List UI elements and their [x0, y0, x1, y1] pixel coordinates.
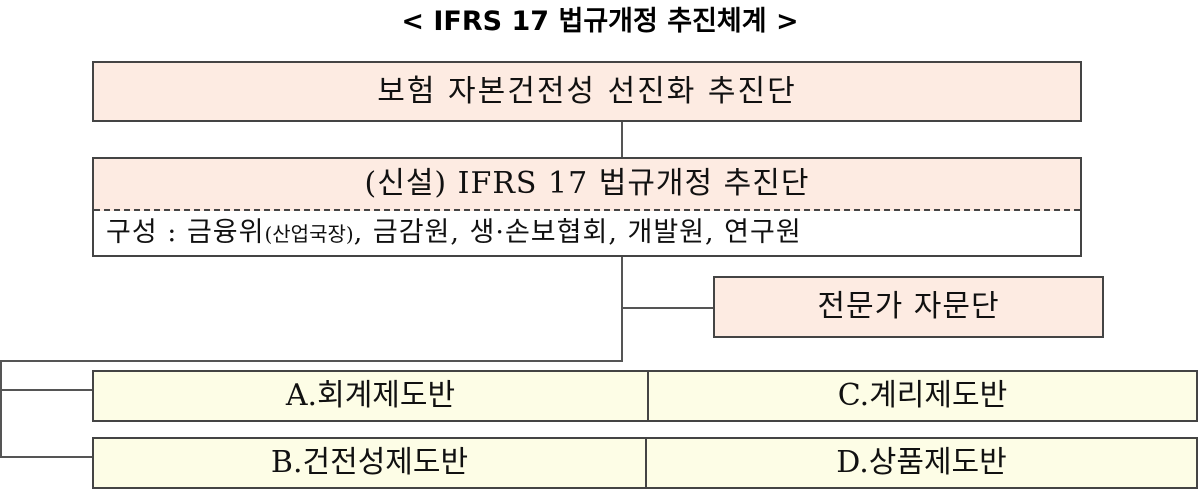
top-node-capital-soundness-task-force: 보험 자본건전성 선진화 추진단	[92, 61, 1082, 122]
connector-left-bus-vertical	[0, 360, 2, 458]
composition-rest: , 금감원, 생·손보협회, 개발원, 연구원	[353, 217, 802, 248]
team-row-2: B.건전성제도반 D.상품제도반	[92, 437, 1198, 489]
ifrs17-taskforce-node: (신설) IFRS 17 법규개정 추진단 구성 : 금융위(산업국장), 금감…	[92, 157, 1082, 257]
connector-top-to-taskforce	[621, 122, 623, 157]
connector-to-left-bus	[0, 360, 623, 362]
team-row-1: A.회계제도반 C.계리제도반	[92, 370, 1198, 422]
team-actuarial: C.계리제도반	[837, 378, 1008, 413]
taskforce-header: (신설) IFRS 17 법규개정 추진단	[94, 159, 1080, 211]
composition-note: (산업국장)	[264, 222, 354, 246]
connector-to-row-b	[0, 456, 92, 458]
composition-prefix: 구성 : 금융위	[106, 217, 265, 248]
connector-taskforce-down	[621, 257, 623, 362]
team-soundness: B.건전성제도반	[94, 439, 647, 487]
team-accounting: A.회계제도반	[94, 372, 649, 420]
connector-to-expert	[621, 307, 713, 309]
taskforce-composition: 구성 : 금융위(산업국장), 금감원, 생·손보협회, 개발원, 연구원	[106, 211, 1080, 255]
expert-advisory-node: 전문가 자문단	[713, 276, 1104, 338]
team-product: D.상품제도반	[836, 445, 1007, 480]
diagram-title: < IFRS 17 법규개정 추진체계 >	[401, 6, 799, 37]
connector-to-row-a	[0, 389, 92, 391]
